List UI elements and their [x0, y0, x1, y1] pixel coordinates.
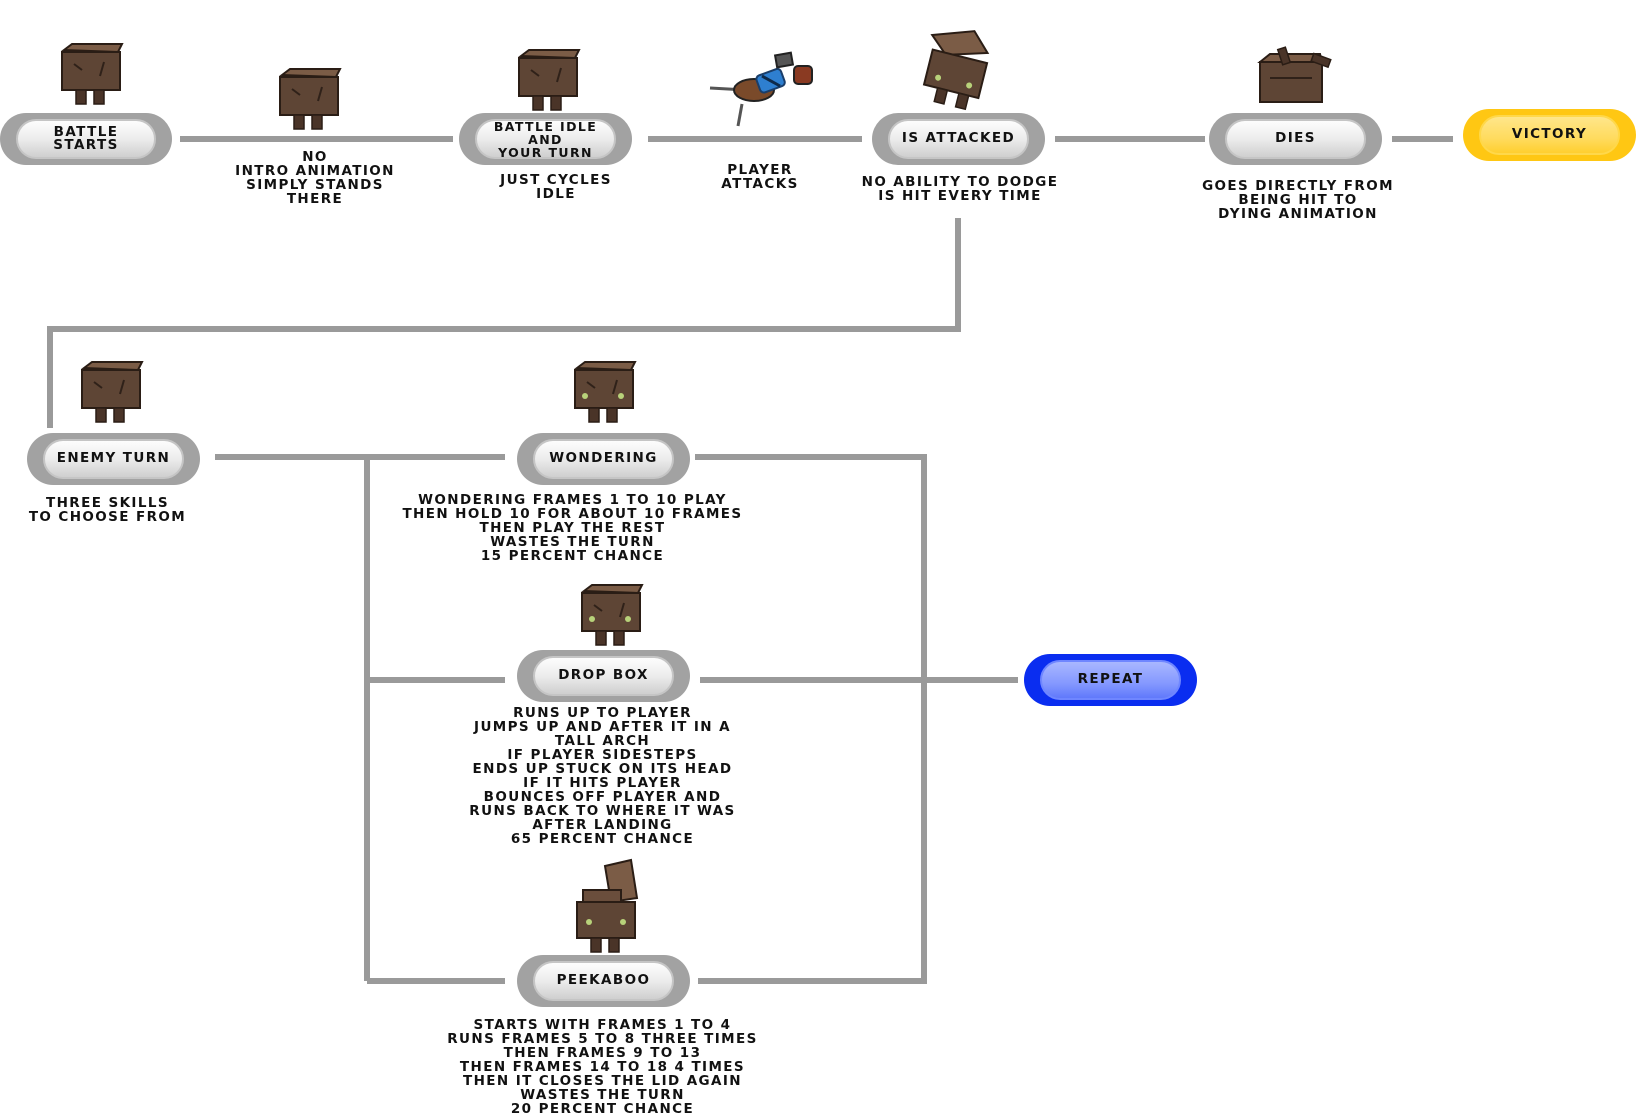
note-player-attacks: PLAYER ATTACKS — [721, 162, 799, 192]
node-victory: VICTORY — [1463, 109, 1636, 161]
node-enemy-turn: ENEMY TURN — [27, 433, 200, 485]
note-no-dodge: NO ABILITY TO DODGE IS HIT EVERY TIME — [861, 174, 1059, 204]
box-creature-eyes-icon — [574, 361, 636, 423]
box-creature-icon — [61, 43, 123, 105]
note-drop-box: RUNS UP TO PLAYER JUMPS UP AND AFTER IT … — [469, 705, 736, 847]
node-repeat: REPEAT — [1024, 654, 1197, 706]
box-creature-dead-icon — [1257, 46, 1332, 103]
node-wondering: WONDERING — [517, 433, 690, 485]
note-intro: NO INTRO ANIMATION SIMPLY STANDS THERE — [235, 149, 395, 207]
node-dies: DIES — [1209, 113, 1382, 165]
note-enemy-turn: THREE SKILLS TO CHOOSE FROM — [28, 495, 187, 525]
note-peekaboo: STARTS WITH FRAMES 1 TO 4 RUNS FRAMES 5 … — [447, 1017, 758, 1117]
box-creature-eyes-icon — [581, 584, 643, 646]
note-idle: JUST CYCLES IDLE — [500, 172, 612, 202]
node-drop-box: DROP BOX — [517, 650, 690, 702]
edge-wondering-right — [695, 454, 927, 984]
box-creature-icon — [518, 49, 580, 111]
note-wondering: WONDERING FRAMES 1 TO 10 PLAY THEN HOLD … — [402, 492, 743, 564]
box-creature-open-lid-icon — [576, 858, 639, 953]
player-character-icon — [709, 51, 813, 127]
edge-attacked-enemy-turn — [47, 218, 961, 428]
node-battle-starts: BATTLE STARTS — [0, 113, 172, 165]
node-battle-idle: BATTLE IDLE AND YOUR TURN — [459, 113, 632, 165]
note-dies: GOES DIRECTLY FROM BEING HIT TO DYING AN… — [1202, 178, 1394, 222]
box-creature-icon — [81, 361, 143, 423]
box-creature-open-lid-icon — [922, 30, 990, 111]
node-is-attacked: IS ATTACKED — [872, 113, 1045, 165]
node-peekaboo: PEEKABOO — [517, 955, 690, 1007]
box-creature-icon — [279, 68, 341, 130]
